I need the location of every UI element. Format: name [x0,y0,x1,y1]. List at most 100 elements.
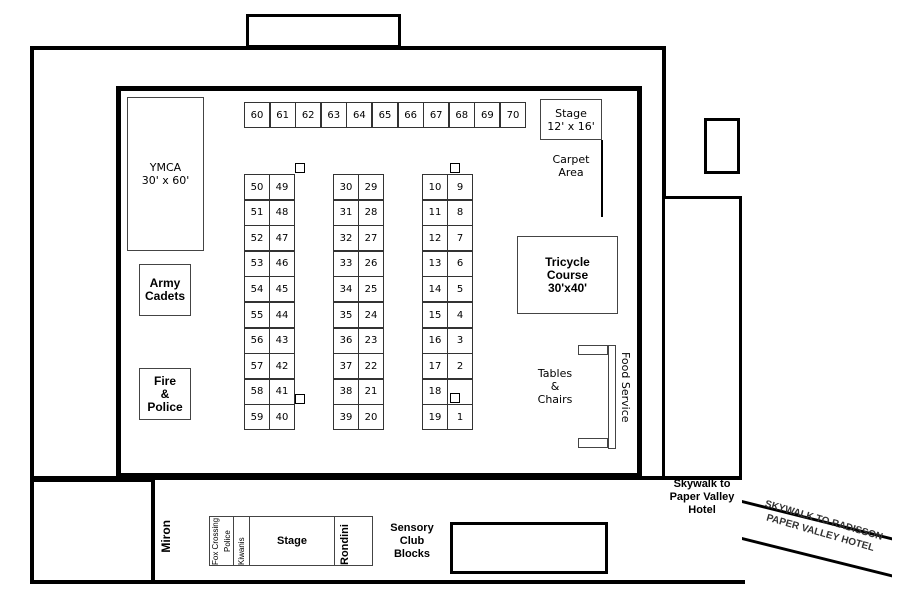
food-service-counter [578,345,616,449]
booth-48[interactable]: 48 [269,199,295,226]
booth-55[interactable]: 55 [244,302,270,328]
booth-21[interactable]: 21 [358,378,384,405]
southwest-stairs [30,478,155,584]
stage-bottom: Stage [250,517,335,565]
booth-8[interactable]: 8 [447,199,473,226]
carpet-divider [601,140,603,217]
booth-57[interactable]: 57 [244,353,270,380]
booth-23[interactable]: 23 [358,327,384,354]
miron-label: Miron [159,520,173,553]
pillar [295,163,305,173]
booth-29[interactable]: 29 [358,174,384,200]
booth-32[interactable]: 32 [333,225,359,252]
booth-56[interactable]: 56 [244,327,270,354]
booth-45[interactable]: 45 [269,276,295,303]
booth-37[interactable]: 37 [333,353,359,380]
booth-66[interactable]: 66 [397,102,424,128]
booth-22[interactable]: 22 [358,353,384,380]
fox-crossing-police-booth: Fox Crossing Police [210,517,234,565]
booth-26[interactable]: 26 [358,250,384,277]
booth-14[interactable]: 14 [422,276,448,303]
booth-24[interactable]: 24 [358,302,384,328]
pillar [295,394,305,404]
booth-47[interactable]: 47 [269,225,295,252]
carpet-area-label: Carpet Area [552,153,590,179]
booth-34[interactable]: 34 [333,276,359,303]
north-annex [246,14,401,48]
booth-12[interactable]: 12 [422,225,448,252]
booth-60[interactable]: 60 [244,102,270,128]
booth-49[interactable]: 49 [269,174,295,200]
booth-10[interactable]: 10 [422,174,448,200]
elevators [704,118,740,174]
booth-51[interactable]: 51 [244,199,270,226]
booth-27[interactable]: 27 [358,225,384,252]
fire-police-area: Fire & Police [139,368,191,420]
booth-19[interactable]: 19 [422,404,448,431]
booth-5[interactable]: 5 [447,276,473,303]
counter-bottom-segment [578,438,608,448]
east-corridor [662,196,742,478]
booth-2[interactable]: 2 [447,353,473,380]
booth-38[interactable]: 38 [333,378,359,405]
booth-63[interactable]: 63 [320,102,347,128]
booth-20[interactable]: 20 [358,404,384,431]
booth-7[interactable]: 7 [447,225,473,252]
booth-50[interactable]: 50 [244,174,270,200]
rondini-booth: Rondini [339,524,351,565]
booth-44[interactable]: 44 [269,302,295,328]
booth-33[interactable]: 33 [333,250,359,277]
booth-30[interactable]: 30 [333,174,359,200]
booth-58[interactable]: 58 [244,378,270,405]
ymca-area: YMCA 30' x 60' [127,97,204,251]
booth-1[interactable]: 1 [447,404,473,431]
outer-wall-right [662,46,666,196]
outer-wall-top [30,46,666,50]
booth-18[interactable]: 18 [422,378,448,405]
booth-46[interactable]: 46 [269,250,295,277]
booth-61[interactable]: 61 [269,102,296,128]
counter-main-segment [608,345,616,449]
booth-39[interactable]: 39 [333,404,359,431]
booth-70[interactable]: 70 [500,102,526,128]
booth-6[interactable]: 6 [447,250,473,277]
booth-54[interactable]: 54 [244,276,270,303]
booth-11[interactable]: 11 [422,199,448,226]
booth-28[interactable]: 28 [358,199,384,226]
food-service-label: Food Service [619,352,632,423]
booth-17[interactable]: 17 [422,353,448,380]
south-corridor-top [30,476,742,480]
booth-62[interactable]: 62 [295,102,322,128]
booth-65[interactable]: 65 [372,102,398,128]
booth-35[interactable]: 35 [333,302,359,328]
booth-68[interactable]: 68 [448,102,475,128]
booth-31[interactable]: 31 [333,199,359,226]
tables-chairs-label: Tables & Chairs [537,367,573,406]
booth-53[interactable]: 53 [244,250,270,277]
booth-40[interactable]: 40 [269,404,295,431]
outer-wall-left [30,46,34,478]
booth-9[interactable]: 9 [447,174,473,200]
service-rooms [450,522,608,574]
booth-43[interactable]: 43 [269,327,295,354]
booth-3[interactable]: 3 [447,327,473,354]
booth-42[interactable]: 42 [269,353,295,380]
booth-15[interactable]: 15 [422,302,448,328]
booth-64[interactable]: 64 [346,102,373,128]
booth-69[interactable]: 69 [474,102,501,128]
booth-59[interactable]: 59 [244,404,270,431]
booth-13[interactable]: 13 [422,250,448,277]
booth-52[interactable]: 52 [244,225,270,252]
counter-top-segment [578,345,608,355]
booth-25[interactable]: 25 [358,276,384,303]
pillar [450,163,460,173]
bottom-stage-block: Fox Crossing Police Kiwanis Stage Rondin… [209,516,373,566]
booth-36[interactable]: 36 [333,327,359,354]
booth-16[interactable]: 16 [422,327,448,354]
booth-4[interactable]: 4 [447,302,473,328]
booth-67[interactable]: 67 [423,102,450,128]
army-cadets-area: Army Cadets [139,264,191,316]
booth-41[interactable]: 41 [269,378,295,405]
skywalk-paper-valley-label: Skywalk to Paper Valley Hotel [669,478,735,516]
stage-top: Stage 12' x 16' [540,99,602,140]
